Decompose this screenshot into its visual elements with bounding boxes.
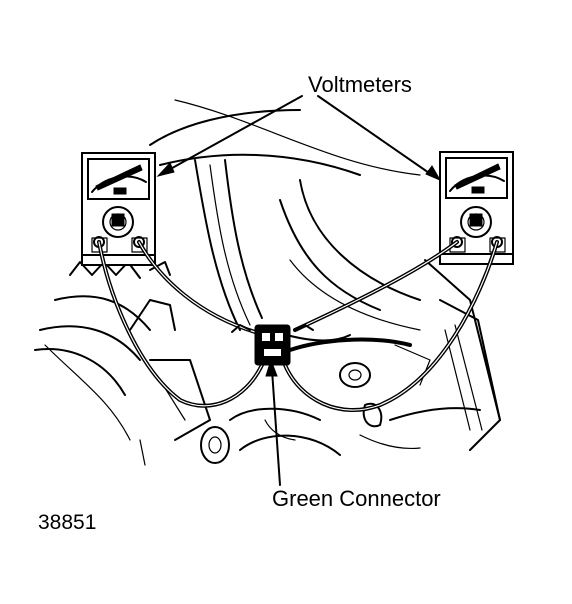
voltmeters-label: Voltmeters [308,72,412,97]
green-connector [231,324,314,366]
right-voltmeter [439,151,514,265]
voltmeters-leader-lines [156,95,442,182]
green-connector-leader-line [265,358,281,486]
test-leads [97,240,499,412]
green-connector-label: Green Connector [272,486,441,511]
figure-number: 38851 [38,511,96,534]
